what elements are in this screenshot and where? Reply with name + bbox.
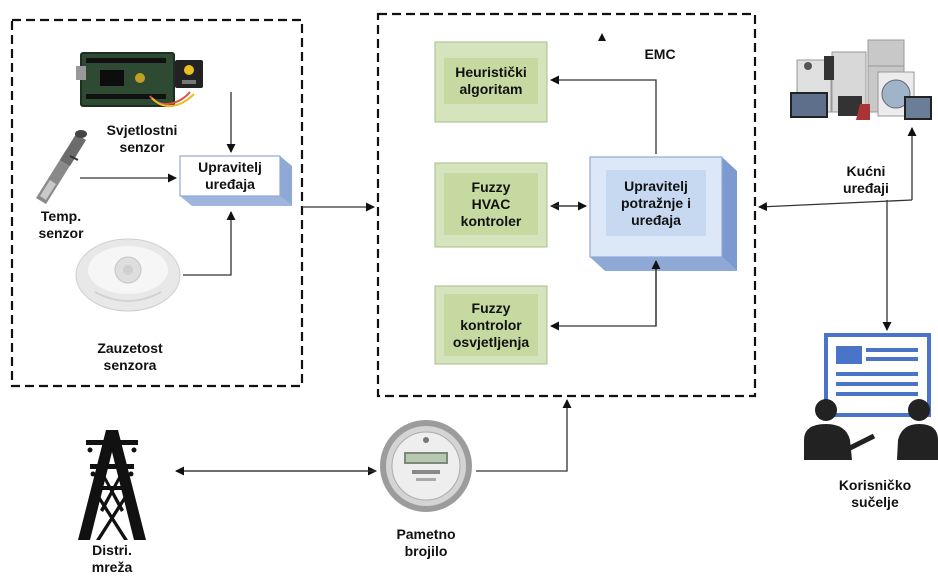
emc-title: EMC xyxy=(644,46,676,62)
small-triangle-icon xyxy=(598,33,606,41)
device-manager-box xyxy=(179,155,292,206)
user-interface-label: Korisničko sučelje xyxy=(838,477,912,510)
temp-sensor-icon xyxy=(36,130,87,204)
user-interface-icon xyxy=(804,333,938,460)
hvac-box xyxy=(434,162,548,248)
heuristic-demand-link xyxy=(550,75,657,154)
demand-manager-label: Upravitelj potražnje i uređaja xyxy=(620,177,691,228)
temp-sensor-label: Temp. senzor xyxy=(38,208,84,241)
light-sensor-label: Svjetlostni senzor xyxy=(106,122,178,155)
smart-meter-icon xyxy=(380,420,472,512)
emc-panel-border xyxy=(376,12,757,398)
light-sensor-icon xyxy=(76,52,203,108)
occupancy-sensor-label: Zauzetost senzora xyxy=(97,340,163,373)
appliances-icon xyxy=(790,39,932,120)
appliances-emc-link xyxy=(758,199,913,212)
occupancy-sensor-link xyxy=(183,211,236,276)
hvac-label: Fuzzy HVAC kontroler xyxy=(460,178,522,229)
heuristic-label: Heuristički algoritam xyxy=(455,64,527,97)
grid-label: Distri. mreža xyxy=(91,542,133,575)
power-tower-icon xyxy=(78,430,146,540)
device-manager-label: Upravitelj uređaja xyxy=(198,159,262,192)
heuristic-box xyxy=(434,41,548,123)
meter-emc-link xyxy=(476,399,572,472)
appliances-label: Kućni uređaji xyxy=(843,163,889,196)
smart-meter-label: Pametno brojilo xyxy=(396,526,456,559)
sensor-panel-border xyxy=(10,18,304,388)
connector-lines xyxy=(80,75,917,476)
occupancy-sensor-icon xyxy=(75,238,181,312)
lighting-box xyxy=(434,285,548,365)
demand-manager-box xyxy=(589,156,737,271)
lighting-label: Fuzzy kontrolor osvjetljenja xyxy=(452,299,530,350)
